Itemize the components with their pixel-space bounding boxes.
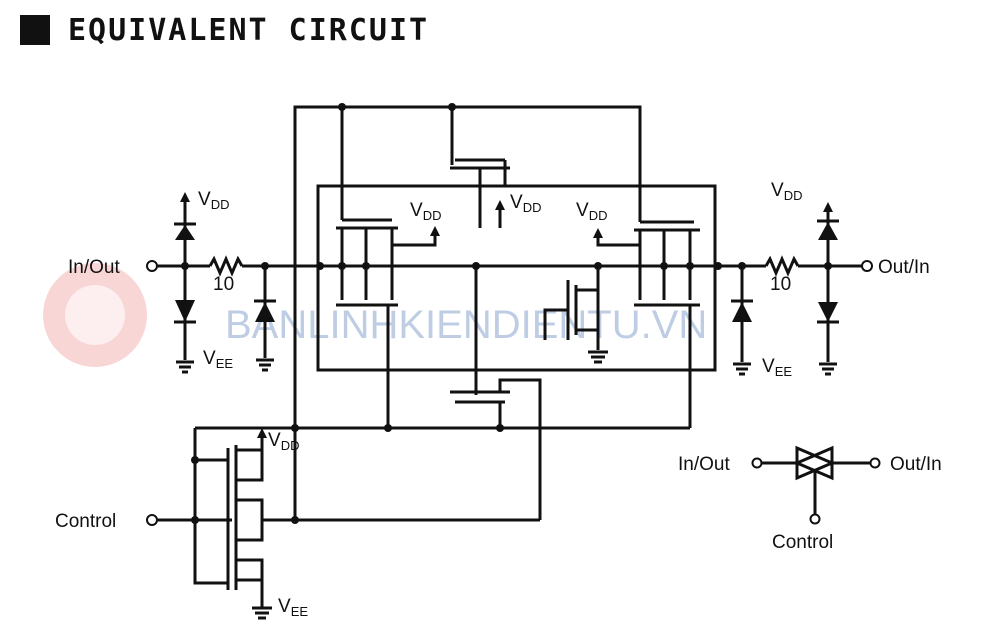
symbol-out-in-label: Out/In	[890, 454, 942, 475]
section-heading: EQUIVALENT CIRCUIT	[20, 8, 429, 52]
vee-label-control: VEE	[278, 596, 308, 619]
page-title: EQUIVALENT CIRCUIT	[68, 12, 430, 48]
left-lower-diode	[175, 300, 195, 322]
vee-label-right: VEE	[762, 356, 792, 379]
vdd-label-left-fet: VDD	[410, 200, 441, 223]
right-resistor	[764, 255, 800, 277]
vdd-label-left: VDD	[198, 189, 229, 212]
vdd-label-top-fet: VDD	[510, 192, 541, 215]
control-label: Control	[55, 511, 116, 532]
left-resistor-value: 10	[213, 274, 234, 295]
vdd-label-right: VDD	[771, 180, 802, 203]
heading-bullet	[20, 15, 50, 45]
left-resistor	[208, 255, 244, 277]
left-upper-diode	[175, 225, 195, 240]
right-resistor-value: 10	[770, 274, 791, 295]
right-protection	[714, 202, 873, 376]
left-shunt-diode	[255, 302, 275, 322]
in-out-terminal	[146, 260, 158, 272]
symbol-control-label: Control	[772, 532, 833, 553]
switch-symbol: In/Out Out/In Control	[678, 445, 942, 553]
right-lower-diode	[818, 302, 838, 322]
core-switch-network	[195, 103, 717, 520]
right-upper-diode	[818, 222, 838, 240]
circuit-labels: In/Out Out/In Control 10 10 VDD VEE VDD …	[55, 180, 930, 619]
in-out-label: In/Out	[68, 257, 120, 278]
control-stage	[146, 428, 540, 620]
watermark-text: BANLINHKIENDIENTU.VN	[225, 303, 707, 347]
symbol-in-out-label: In/Out	[678, 454, 730, 475]
vee-label-left: VEE	[203, 348, 233, 371]
vdd-label-right-fet: VDD	[576, 200, 607, 223]
vdd-label-control: VDD	[268, 430, 299, 453]
watermark: BANLINHKIENDIENTU.VN	[43, 263, 707, 367]
control-terminal	[146, 514, 158, 526]
out-in-terminal	[861, 260, 873, 272]
right-shunt-diode	[732, 302, 752, 322]
out-in-label: Out/In	[878, 257, 930, 278]
